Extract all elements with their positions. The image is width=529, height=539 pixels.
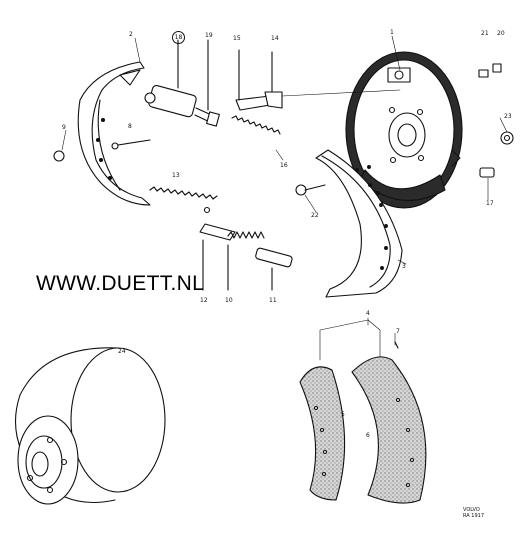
- callout-11: 11: [269, 297, 277, 304]
- stamp-ref: RA 1917: [463, 512, 485, 519]
- callout-24: 24: [118, 348, 126, 355]
- callout-15: 15: [233, 35, 241, 42]
- brake-drum: [14, 347, 166, 505]
- brake-shoe-assembly: [315, 149, 403, 298]
- left-brake-shoe: [77, 61, 151, 206]
- callout-8: 8: [128, 123, 132, 130]
- callout-9: 9: [62, 124, 66, 131]
- leader-lines: [61, 35, 508, 381]
- callout-13: 13: [172, 172, 180, 179]
- callout-1: 1: [390, 29, 394, 36]
- callout-3: 3: [402, 263, 406, 270]
- callout-2: 2: [129, 31, 133, 38]
- watermark-text: WWW.DUETT.NL: [36, 272, 205, 295]
- wheel-cylinder: [144, 39, 220, 127]
- callout-5: 5: [341, 411, 345, 418]
- callout-21: 21: [481, 30, 489, 37]
- adjuster-lever: [235, 49, 283, 111]
- fasteners: [53, 63, 514, 196]
- part-stamp: VOLVO RA 1917: [463, 507, 485, 520]
- return-spring: [149, 186, 218, 214]
- brake-lining-pair: [299, 341, 427, 504]
- callout-12: 12: [200, 297, 208, 304]
- adjuster-assembly: [199, 223, 293, 291]
- callout-4: 4: [366, 310, 370, 317]
- callout-19: 19: [205, 32, 213, 39]
- callout-14: 14: [271, 35, 279, 42]
- callout-18: 18: [172, 31, 185, 44]
- callout-10: 10: [225, 297, 233, 304]
- callout-16: 16: [280, 162, 288, 169]
- callout-6: 6: [366, 432, 370, 439]
- callout-23: 23: [504, 113, 512, 120]
- callout-20: 20: [497, 30, 505, 37]
- upper-spring: [231, 115, 281, 135]
- callout-7: 7: [396, 328, 400, 335]
- stamp-brand: VOLVO: [463, 507, 480, 513]
- callout-17: 17: [486, 200, 494, 207]
- callout-22: 22: [311, 212, 319, 219]
